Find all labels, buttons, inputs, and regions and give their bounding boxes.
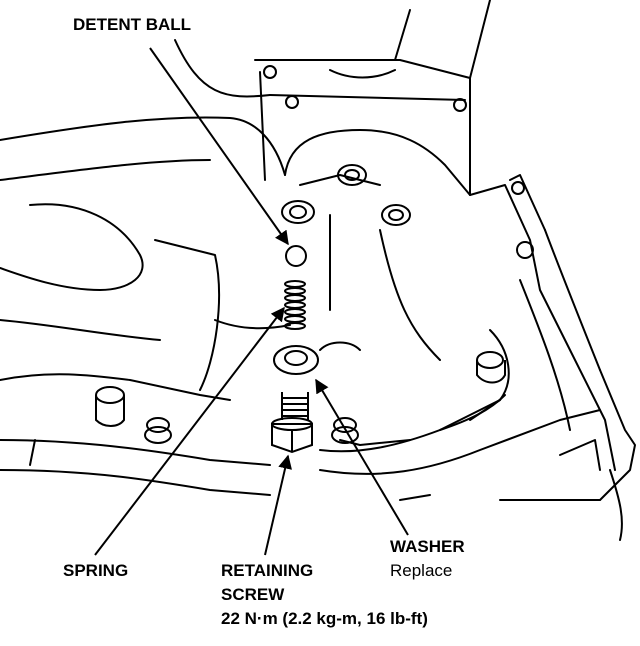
bolt-boss [516,241,534,259]
torque-spec-label: 22 N·m (2.2 kg-m, 16 lb-ft) [221,609,428,628]
threaded-boss [381,204,411,226]
bolt-head [144,426,172,444]
threaded-boss [388,209,404,221]
washer-part [273,345,319,375]
detent-assembly [271,245,319,454]
housing-outline [0,0,636,541]
bolt-boss [263,65,277,79]
spring-leader [94,306,285,556]
detent-ball-leader [149,47,289,246]
retaining-screw-label-line2: SCREW [221,585,285,604]
washer-label: WASHER [390,537,465,556]
bolt-boss [511,181,525,195]
detent-bore [281,200,315,224]
spring-part [284,280,306,330]
bolt-head [146,417,170,433]
bolt-head [476,351,504,369]
bolt-head [333,417,357,433]
threaded-boss [344,169,360,181]
retaining-screw-label: RETAINING [221,561,314,580]
detent-bore [289,205,307,219]
washer-leader [315,378,409,536]
mounting-bolts [95,65,534,444]
detent-ball-part [285,245,307,267]
retaining-screw-part [271,392,313,454]
spring-label: SPRING [63,561,129,580]
retaining-screw-leader [264,454,292,556]
bolt-boss [453,98,467,112]
washer-part-hole [284,350,308,366]
washer-note-label: Replace [390,561,453,580]
bolt-boss [285,95,299,109]
leader-lines [94,47,409,556]
detent-ball-label: DETENT BALL [73,15,192,34]
bolt-head [95,386,125,404]
threaded-boss [337,164,367,186]
